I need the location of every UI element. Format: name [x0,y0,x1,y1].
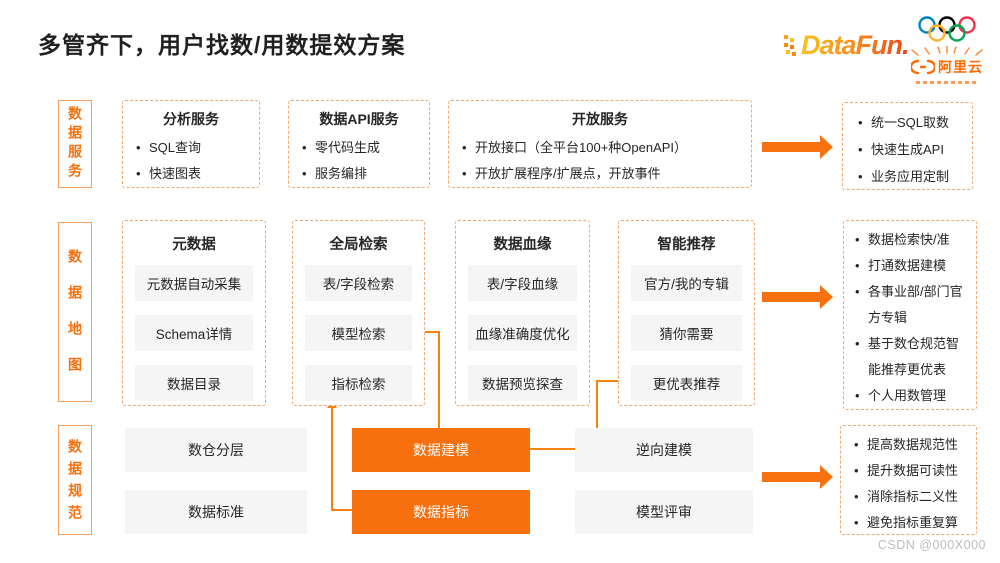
datafun-pixels-icon [783,34,799,58]
feature-item: 数据预览探查 [468,365,577,401]
feature-item: 指标检索 [305,365,412,401]
connector-line [423,331,440,333]
row-label-data-map: 数据地图 [58,222,92,402]
column-metadata: 元数据 元数据自动采集 Schema详情 数据目录 [122,220,266,406]
bullet-item: 快速图表 [133,162,251,186]
feature-item: 数据目录 [135,365,253,401]
connector-line [331,408,333,511]
box-data-modeling: 数据建模 [352,428,530,472]
box-open-service: 开放服务 开放接口（全平台100+种OpenAPI） 开放扩展程序/扩展点，开放… [448,100,752,188]
outcome-item: 打通数据建模 [852,253,970,279]
outcome-item: 提高数据规范性 [851,432,968,458]
box-title: 数据API服务 [319,111,399,127]
outcome-item: 数据检索快/准 [852,227,970,253]
box-data-standard: 数据标准 [125,490,307,534]
bullet-item: 零代码生成 [299,136,421,160]
column-title: 元数据 [172,237,216,253]
feature-item: 官方/我的专辑 [631,265,742,301]
feature-item: 猜你需要 [631,315,742,351]
outcome-item: 业务应用定制 [855,164,964,190]
csdn-watermark: CSDN @000X000 [877,538,986,552]
row-label-data-standard: 数据规范 [58,425,92,535]
box-data-metrics: 数据指标 [352,490,530,534]
datafun-logo: DataFun. [783,30,910,61]
outcome-item: 消除指标二义性 [851,484,968,510]
feature-item: 元数据自动采集 [135,265,253,301]
aliyun-logo: 阿里云 [905,16,989,84]
outcome-box-data-service: 统一SQL取数 快速生成API 业务应用定制 [842,102,973,190]
datafun-logo-text: DataFun. [801,30,910,60]
feature-item: 模型检索 [305,315,412,351]
outcome-item: 各事业部/部门官方专辑 [852,279,970,331]
outcome-item: 快速生成API [855,137,964,163]
connector-line [438,331,440,428]
outcome-item: 基于数仓规范智能推荐更优表 [852,331,970,383]
outcome-box-data-standard: 提高数据规范性 提升数据可读性 消除指标二义性 避免指标重复算 [840,425,977,536]
box-model-review: 模型评审 [575,490,753,534]
feature-item: 表/字段血缘 [468,265,577,301]
aliyun-tagline-decoration [916,81,978,84]
bullet-item: 开放接口（全平台100+种OpenAPI） [459,136,743,160]
box-data-api-service: 数据API服务 零代码生成 服务编排 [288,100,430,188]
aliyun-logo-text: 阿里云 [938,59,983,75]
outcome-item: 避免指标重复算 [851,510,968,536]
rays-icon [911,46,983,56]
column-title: 智能推荐 [657,237,716,253]
bullet-item: 服务编排 [299,162,421,186]
column-smart-recommendation: 智能推荐 官方/我的专辑 猜你需要 更优表推荐 [618,220,755,406]
feature-item: 表/字段检索 [305,265,412,301]
flow-arrow-row2 [762,292,820,302]
connector-line [530,448,598,450]
box-title: 分析服务 [163,111,219,127]
column-title: 数据血缘 [493,237,552,253]
feature-item: 血缘准确度优化 [468,315,577,351]
aliyun-wordmark: 阿里云 [911,57,983,77]
box-reverse-modeling: 逆向建模 [575,428,753,472]
page-title: 多管齐下，用户找数/用数提效方案 [38,32,406,58]
aliyun-bracket-icon [911,59,935,75]
box-title: 开放服务 [572,111,628,127]
column-data-lineage: 数据血缘 表/字段血缘 血缘准确度优化 数据预览探查 [455,220,590,406]
outcome-box-data-map: 数据检索快/准 打通数据建模 各事业部/部门官方专辑 基于数仓规范智能推荐更优表… [843,220,977,410]
outcome-item: 个人用数管理 [852,383,970,409]
connector-line [596,381,598,450]
connector-line [596,380,620,382]
box-analysis-service: 分析服务 SQL查询 快速图表 [122,100,260,188]
column-title: 全局检索 [329,237,388,253]
bullet-item: SQL查询 [133,136,251,160]
box-warehouse-layering: 数仓分层 [125,428,307,472]
feature-item: Schema详情 [135,315,253,351]
column-global-search: 全局检索 表/字段检索 模型检索 指标检索 [292,220,425,406]
bullet-item: 开放扩展程序/扩展点，开放事件 [459,162,743,186]
connector-line [331,509,352,511]
outcome-item: 统一SQL取数 [855,110,964,136]
outcome-item: 提升数据可读性 [851,458,968,484]
row-label-data-service: 数据服务 [58,100,92,188]
olympic-rings-icon [918,16,976,42]
flow-arrow-row1 [762,142,820,152]
flow-arrow-row3 [762,472,820,482]
feature-item: 更优表推荐 [631,365,742,401]
